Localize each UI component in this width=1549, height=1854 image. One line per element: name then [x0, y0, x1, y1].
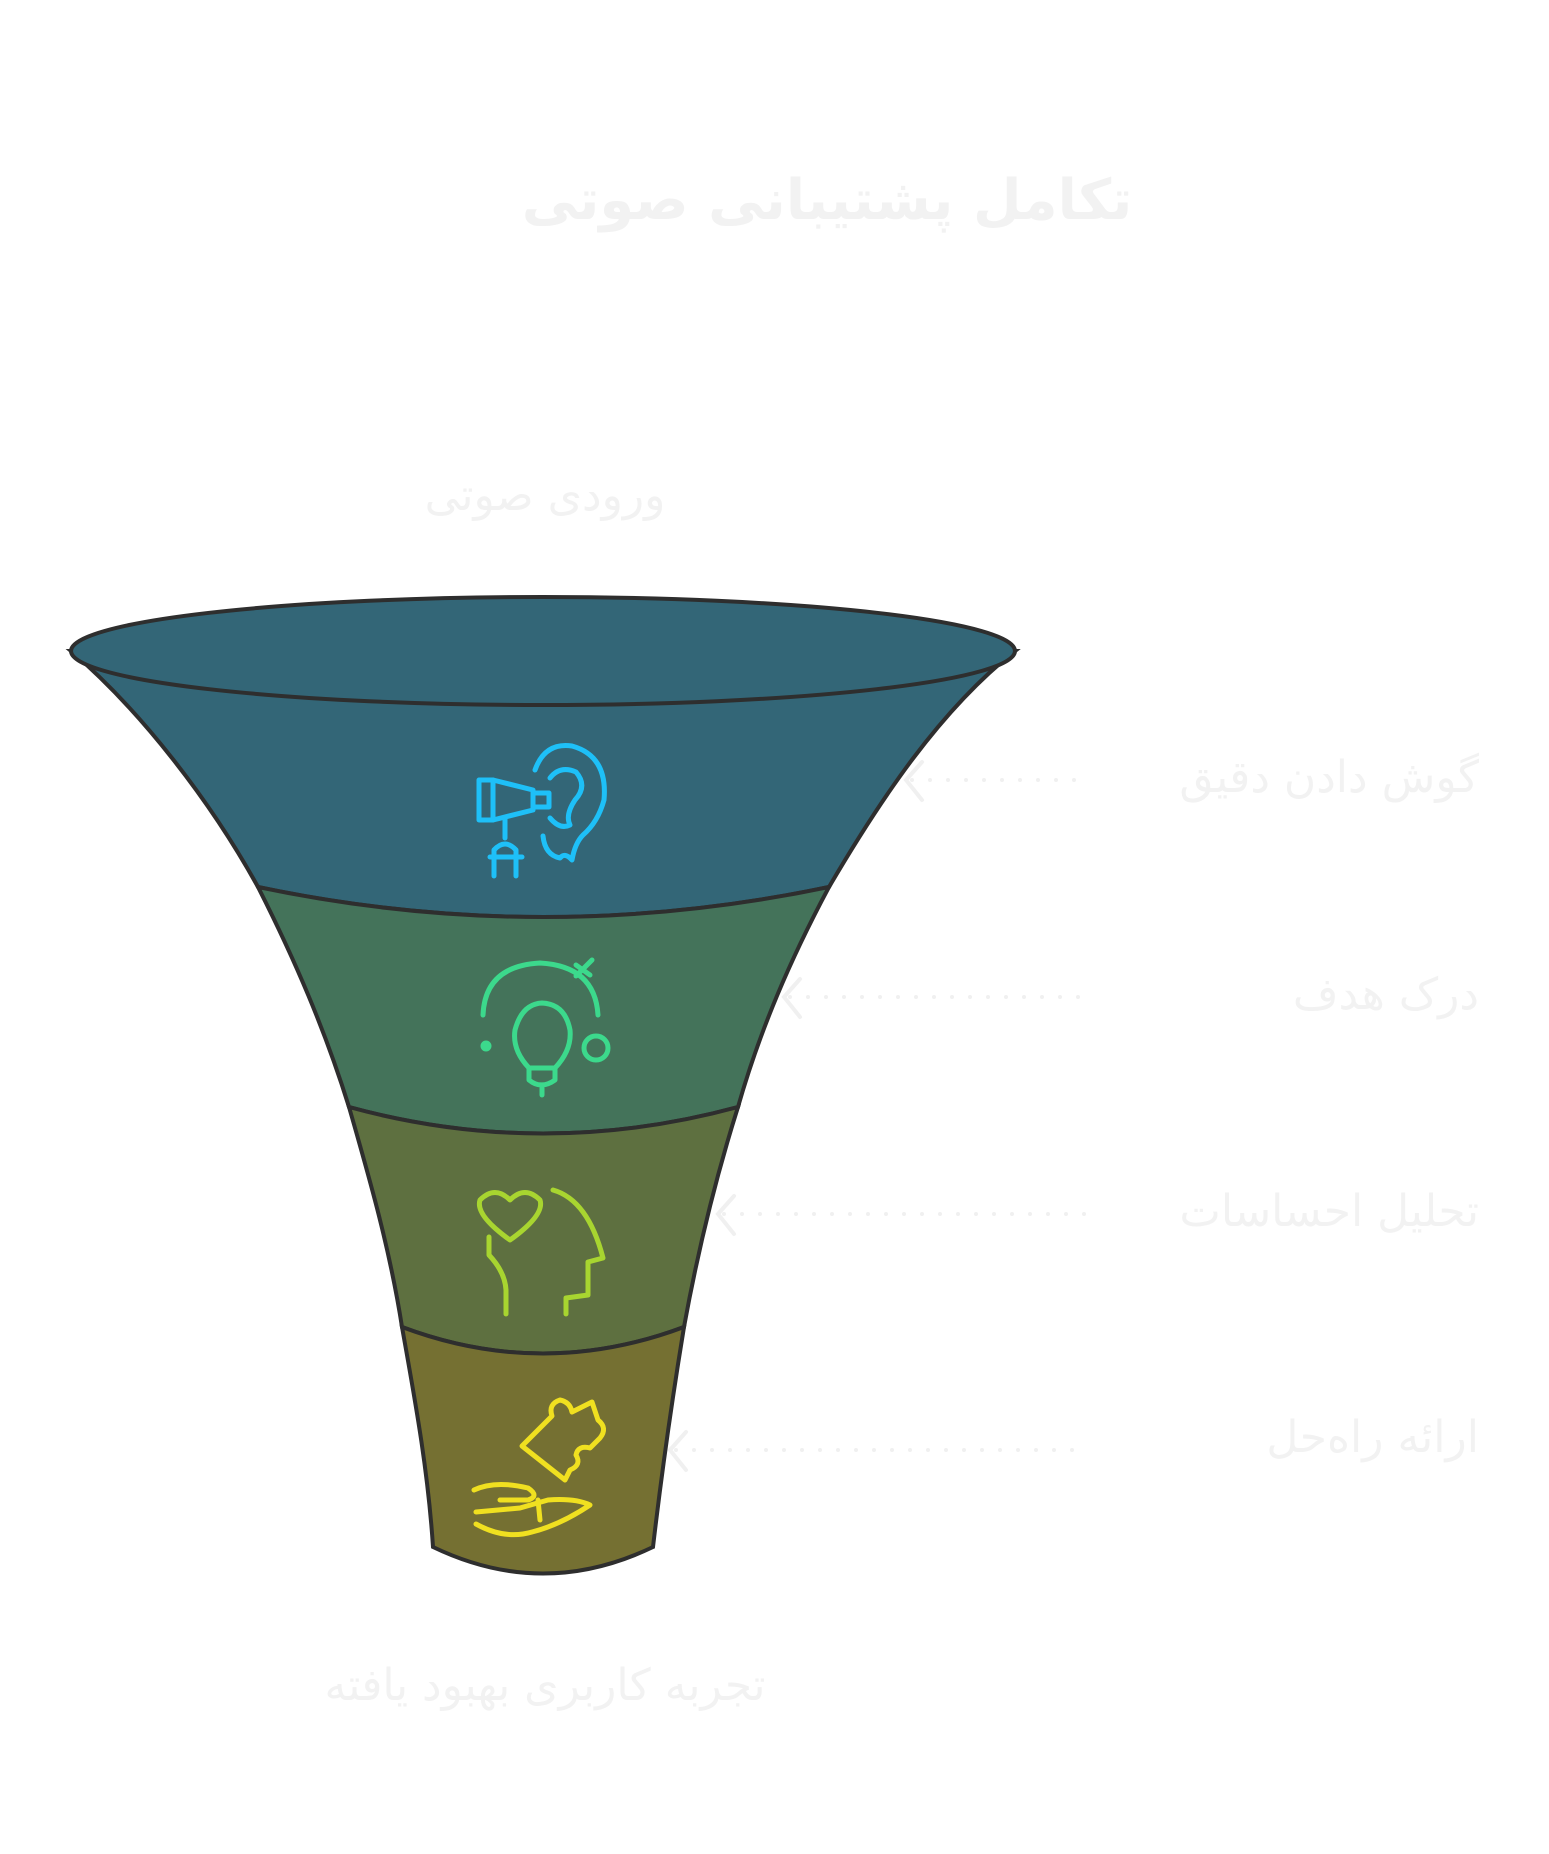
funnel-stage-3 — [346, 1104, 742, 1356]
connector-stage-2 — [781, 977, 1091, 1019]
hand-puzzle-icon — [471, 1397, 606, 1538]
stage-label-1: گوش دادن دقیق — [1179, 752, 1479, 803]
stage-label-4: ارائه راه‌حل — [1266, 1412, 1479, 1463]
stage-label-3: تحلیل احساسات — [1179, 1186, 1479, 1237]
funnel-input-label: ورودی صوتی — [424, 470, 666, 521]
ear-megaphone-icon — [476, 743, 607, 879]
lightbulb-target-icon — [480, 957, 611, 1098]
funnel-top-rim — [69, 595, 1017, 707]
connector-stage-3 — [715, 1194, 1091, 1236]
funnel-output-label: تجربه کاربری بهبود یافته — [324, 1660, 766, 1711]
connector-stage-4 — [667, 1430, 1091, 1472]
diagram-title: تکامل پشتیبانی صوتی — [521, 168, 1133, 233]
funnel-stage-2 — [254, 884, 833, 1136]
connector-stage-1 — [903, 760, 1091, 802]
funnel-stage-4 — [399, 1323, 687, 1576]
stage-label-2: درک هدف — [1292, 969, 1479, 1020]
head-heart-icon — [476, 1187, 606, 1317]
